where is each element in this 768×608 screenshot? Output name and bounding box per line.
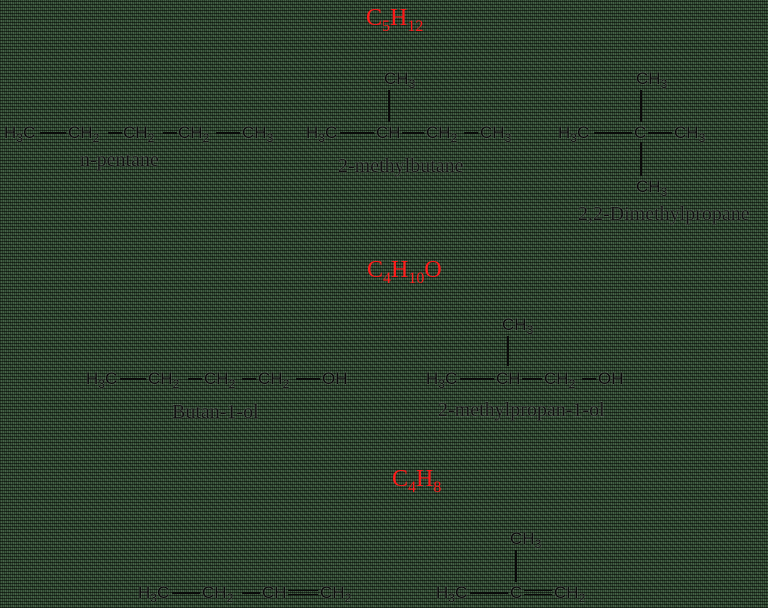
formula-subscript: 8 (433, 479, 442, 496)
formula-subscript: 12 (407, 18, 424, 35)
formula-subscript: 10 (408, 270, 425, 287)
formula-element: O (424, 257, 442, 283)
branch-group: CH3 (510, 529, 542, 551)
double-bond (288, 590, 318, 595)
group: CH (262, 583, 287, 602)
group: CH2 (148, 369, 180, 391)
group: H3C (436, 583, 468, 605)
single-bond (582, 378, 596, 380)
branch-bond (507, 336, 509, 366)
group: H3C (426, 369, 458, 391)
formula-subscript: 4 (383, 270, 392, 287)
formula-c4h8: C4H8 (392, 466, 441, 496)
single-bond (464, 132, 478, 134)
group: CH2 (204, 369, 236, 391)
single-bond (188, 378, 202, 380)
isomer-name: 2-methylpropan-1-ol (438, 399, 605, 421)
formula-c4h10o: C4H10O (367, 257, 442, 287)
group: CH2 (123, 123, 155, 145)
single-bond (460, 378, 494, 380)
group: H3C (4, 123, 36, 145)
formula-element: C (366, 5, 383, 31)
group: CH (496, 369, 521, 388)
group: CH2 (554, 583, 586, 605)
group: CH2 (68, 123, 100, 145)
branch-bond (515, 550, 517, 582)
single-bond (242, 592, 260, 594)
single-bond (594, 132, 632, 134)
single-bond (470, 592, 508, 594)
single-bond (522, 378, 542, 380)
formula-subscript: 5 (382, 18, 391, 35)
group: H3C (558, 123, 590, 145)
formula-c5h12: C5H12 (366, 5, 423, 35)
group: CH (376, 123, 401, 142)
single-bond (163, 132, 177, 134)
group: H3C (86, 369, 118, 391)
branch-group: CH3 (636, 69, 668, 91)
isomer-name: 2-methylbutane (338, 155, 464, 177)
group: C (634, 123, 647, 142)
group: CH2 (320, 583, 352, 605)
group: OH (322, 369, 348, 388)
single-bond (120, 378, 146, 380)
branch-group: CH3 (636, 177, 668, 199)
group: CH2 (426, 123, 458, 145)
group: CH3 (674, 123, 706, 145)
formula-subscript: 4 (408, 479, 417, 496)
single-bond (172, 592, 200, 594)
formula-element: H (391, 257, 409, 283)
group: H3C (138, 583, 170, 605)
single-bond (242, 378, 256, 380)
branch-bond (640, 90, 642, 122)
formula-element: C (367, 257, 384, 283)
group: CH2 (178, 123, 210, 145)
single-bond (40, 132, 66, 134)
group: CH2 (258, 369, 290, 391)
branch-group: CH3 (502, 315, 534, 337)
group: CH3 (242, 123, 274, 145)
formula-element: H (390, 5, 408, 31)
single-bond (340, 132, 374, 134)
single-bond (216, 132, 240, 134)
group: CH3 (480, 123, 512, 145)
group: C (510, 583, 523, 602)
single-bond (296, 378, 320, 380)
single-bond (648, 132, 672, 134)
branch-bond (388, 90, 390, 122)
double-bond (524, 590, 552, 595)
isomer-name: Butan-1-ol (172, 401, 259, 423)
formula-element: H (416, 466, 434, 492)
group: H3C (306, 123, 338, 145)
group: OH (598, 369, 624, 388)
group: CH2 (544, 369, 576, 391)
isomer-name: 2,2-Dimethylpropane (578, 203, 750, 225)
single-bond (402, 132, 424, 134)
single-bond (108, 132, 122, 134)
branch-bond (640, 142, 642, 176)
formula-element: C (392, 466, 409, 492)
isomer-name: n-pentane (80, 149, 159, 171)
group: CH2 (202, 583, 234, 605)
branch-group: CH3 (384, 69, 416, 91)
